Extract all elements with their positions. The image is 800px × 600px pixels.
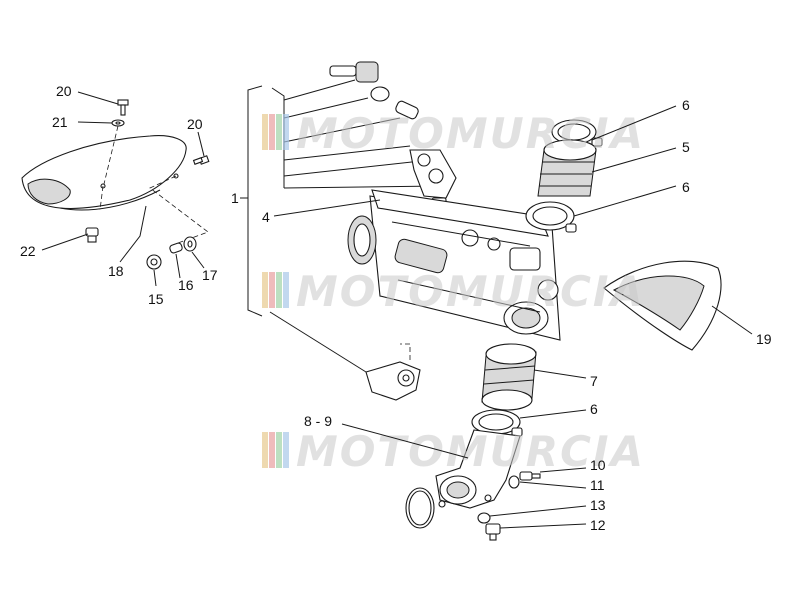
callout-18: 18 <box>108 263 124 279</box>
callout-1: 1 <box>231 190 239 206</box>
callout-7: 7 <box>590 373 598 389</box>
nut-part-15 <box>146 254 162 270</box>
throttle-sensor-part <box>269 311 421 401</box>
screw-part-20-side <box>192 155 210 165</box>
callout-labels: 20 21 20 22 18 15 16 17 1 4 6 5 6 19 7 6… <box>20 83 772 533</box>
linkage-parts-upper <box>329 61 457 209</box>
watermark-bottom: MOTOMURCIA <box>262 427 643 476</box>
callout-6-mid: 6 <box>682 179 690 195</box>
washer-part-21 <box>103 119 125 185</box>
callout-8-9: 8 - 9 <box>304 413 332 429</box>
washer-part-17 <box>183 236 197 252</box>
hose-part-7 <box>481 343 537 411</box>
spacer-part-16 <box>169 242 183 254</box>
watermark-middle: MOTOMURCIA <box>262 267 645 316</box>
callout-15: 15 <box>148 291 164 307</box>
throttle-body-part-4 <box>347 189 561 341</box>
assembly-bracket-part-1 <box>240 79 441 317</box>
leader-lines <box>41 91 753 529</box>
watermark-text: MOTOMURCIA <box>296 109 645 158</box>
callout-16: 16 <box>178 277 194 293</box>
callout-19: 19 <box>756 331 772 347</box>
callout-20-top: 20 <box>56 83 72 99</box>
airbox-cover-part-18 <box>21 135 209 247</box>
watermark-top: MOTOMURCIA <box>262 109 645 158</box>
intake-manifold-part-8-9 <box>435 429 521 509</box>
hose-clamp-part-6-mid <box>525 201 577 233</box>
callout-13: 13 <box>590 497 606 513</box>
rubber-sleeve-part-5 <box>537 139 597 197</box>
hose-clamp-part-6-lower <box>471 409 523 437</box>
screw-part-20-top <box>117 99 129 116</box>
callout-20-side: 20 <box>187 116 203 132</box>
o-ring-part <box>405 487 435 529</box>
bolt-part-12 <box>485 523 501 541</box>
callout-12: 12 <box>590 517 606 533</box>
callout-6-top: 6 <box>682 97 690 113</box>
callout-17: 17 <box>202 267 218 283</box>
callout-11: 11 <box>590 477 605 493</box>
watermark-text: MOTOMURCIA <box>296 267 645 316</box>
grommet-part-22 <box>85 227 99 243</box>
callout-10: 10 <box>590 457 606 473</box>
callout-5: 5 <box>682 139 690 155</box>
cover-part-19 <box>603 260 722 351</box>
bolt-part-10 <box>519 471 541 481</box>
callout-4: 4 <box>262 209 270 225</box>
callout-6-lower: 6 <box>590 401 598 417</box>
callout-22: 22 <box>20 243 36 259</box>
washer-part-13 <box>477 512 491 524</box>
hose-clamp-part-6-top <box>551 119 603 147</box>
washer-part-11 <box>508 475 520 489</box>
wm-stripe <box>262 114 268 150</box>
callout-21: 21 <box>52 114 68 130</box>
